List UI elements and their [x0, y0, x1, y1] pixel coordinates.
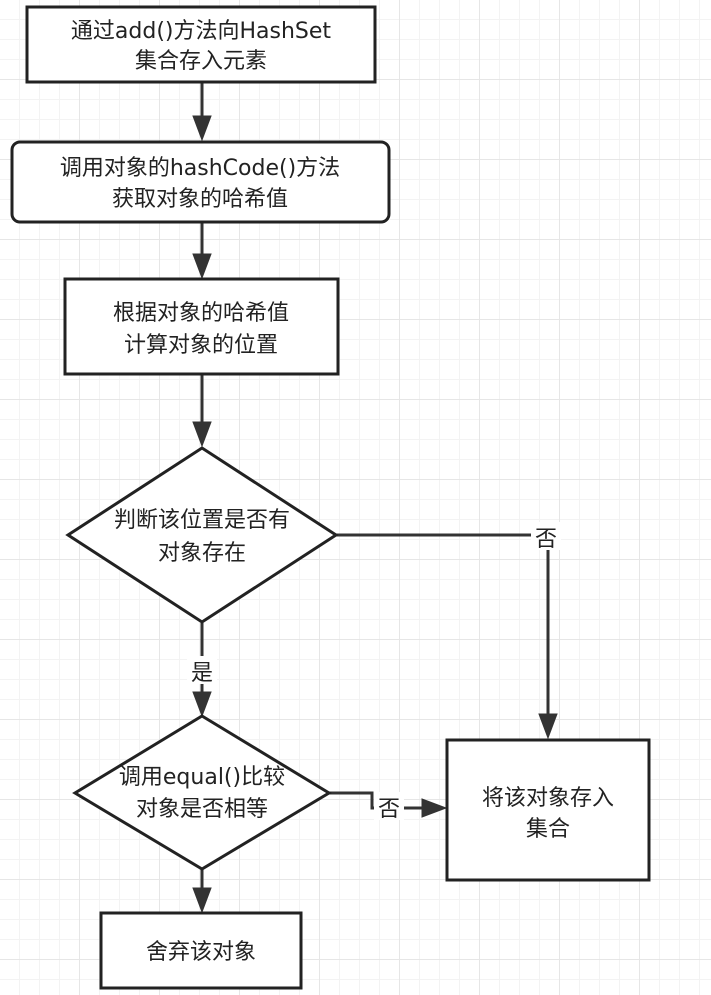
- edge-label-exists-yes: 是: [187, 656, 217, 686]
- node-add-line1: 通过add()方法向HashSet: [71, 19, 332, 44]
- node-discard-line1: 舍弃该对象: [146, 940, 256, 965]
- node-get-hashcode: 调用对象的hashCode()方法 获取对象的哈希值: [10, 140, 391, 224]
- node-add-to-hashset: 通过add()方法向HashSet 集合存入元素: [25, 5, 377, 84]
- edge-label-equal-no-text: 否: [378, 797, 400, 822]
- node-store-line2: 集合: [526, 817, 570, 842]
- edge-add-to-hash: [192, 82, 212, 142]
- node-position-line1: 根据对象的哈希值: [113, 301, 289, 326]
- node-add-line2: 集合存入元素: [135, 49, 267, 74]
- edge-hash-to-position: [192, 222, 212, 280]
- decision-objects-equal: 调用equal()比较 对象是否相等: [72, 714, 332, 871]
- decision-exists-line1: 判断该位置是否有: [114, 508, 290, 533]
- edge-position-to-exists: [192, 374, 212, 448]
- node-position-line2: 计算对象的位置: [124, 333, 278, 358]
- decision-equal-line2: 对象是否相等: [136, 797, 268, 822]
- node-store-in-set: 将该对象存入 集合: [445, 738, 651, 882]
- edge-exists-no-to-store: [336, 533, 558, 740]
- edge-equal-to-discard: [192, 869, 212, 914]
- decision-equal-line1: 调用equal()比较: [119, 765, 285, 790]
- node-hash-line1: 调用对象的hashCode()方法: [60, 156, 340, 181]
- edge-label-exists-no: 否: [531, 522, 561, 552]
- node-store-line1: 将该对象存入: [482, 786, 614, 811]
- node-compute-position: 根据对象的哈希值 计算对象的位置: [63, 277, 340, 376]
- node-hash-line2: 获取对象的哈希值: [112, 187, 288, 212]
- edge-label-exists-no-text: 否: [535, 527, 557, 552]
- node-discard-object: 舍弃该对象: [99, 911, 303, 990]
- decision-position-occupied: 判断该位置是否有 对象存在: [65, 446, 339, 624]
- decision-exists-line2: 对象存在: [158, 541, 246, 566]
- edge-label-exists-yes-text: 是: [191, 661, 213, 686]
- edge-label-equal-no: 否: [374, 792, 404, 822]
